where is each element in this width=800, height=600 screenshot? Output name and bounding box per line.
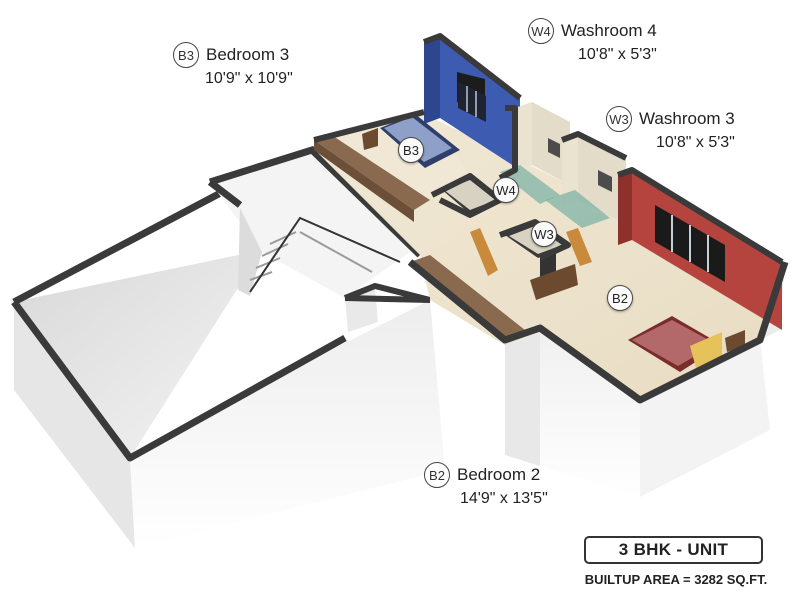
washroom-4-tag: W4 <box>493 177 519 203</box>
bedroom-2-badge: B2 <box>424 462 450 488</box>
bedroom-3-label: B3 Bedroom 3 10'9" x 10'9" <box>173 42 293 88</box>
washroom-4-name: Washroom 4 <box>561 21 657 40</box>
washroom-4-dims: 10'8" x 5'3" <box>578 46 657 63</box>
void-section <box>11 184 445 548</box>
washroom-4-label: W4 Washroom 4 10'8" x 5'3" <box>528 18 657 64</box>
washroom-4-room <box>440 102 570 276</box>
washroom-3-label: W3 Washroom 3 10'8" x 5'3" <box>606 106 735 152</box>
builtup-area-text: BUILTUP AREA = 3282 SQ.FT. <box>584 572 768 587</box>
bedroom-2-label: B2 Bedroom 2 14'9" x 13'5" <box>424 462 548 508</box>
washroom-3-room <box>505 134 626 300</box>
bedroom-3-badge: B3 <box>173 42 199 68</box>
unit-type-box: 3 BHK - UNIT <box>584 536 763 564</box>
bedroom-3-name: Bedroom 3 <box>206 45 290 64</box>
bedroom-3-dims: 10'9" x 10'9" <box>205 70 293 87</box>
bedroom-3-tag: B3 <box>398 137 424 163</box>
washroom-4-badge: W4 <box>528 18 554 44</box>
staircase <box>207 146 431 332</box>
south-wall-strip <box>344 255 789 404</box>
washroom-3-badge: W3 <box>606 106 632 132</box>
bedroom-3-room <box>313 36 520 222</box>
bedroom-2-name: Bedroom 2 <box>457 465 541 484</box>
washroom-3-tag: W3 <box>531 221 557 247</box>
bedroom-2-tag: B2 <box>607 285 633 311</box>
washroom-3-name: Washroom 3 <box>639 109 735 128</box>
bedroom-2-dims: 14'9" x 13'5" <box>460 490 548 507</box>
washroom-3-dims: 10'8" x 5'3" <box>656 134 735 151</box>
